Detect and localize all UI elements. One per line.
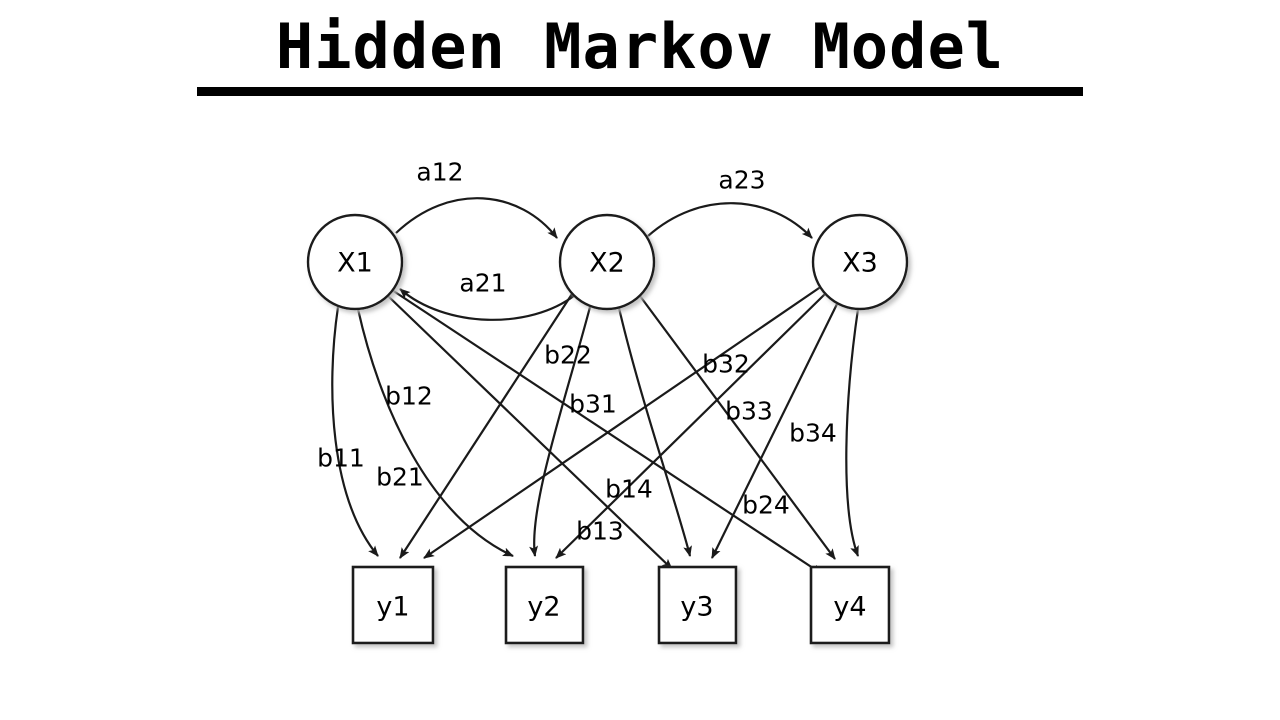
emission-edge-b13 [387, 295, 673, 570]
hidden-state-X2-label: X2 [589, 248, 625, 279]
diagram-canvas: X1 X2 X3 y1 y2 [0, 118, 1280, 718]
emission-edge-b12 [356, 308, 514, 557]
emission-edge-b22 [529, 306, 592, 557]
emission-edge-b23 [617, 307, 692, 557]
observation-y4-box[interactable] [809, 565, 891, 645]
emission-edge-b34 [845, 308, 860, 557]
hmm-svg: X1 X2 X3 y1 y2 [306, 158, 909, 645]
emission-labels: b11 b12 b13 b14 b21 b22 b24 b31 b32 b33 … [317, 341, 837, 546]
transition-label-a21: a21 [459, 269, 506, 298]
hidden-state-X3-circle[interactable] [811, 213, 909, 311]
emission-label-b24: b24 [742, 491, 790, 520]
observation-y1-label: y1 [376, 592, 409, 623]
title-block: Hidden Markov Model [0, 10, 1280, 97]
emission-label-b13: b13 [576, 517, 624, 546]
emission-label-b11: b11 [317, 444, 365, 473]
emission-edge-b31 [423, 285, 823, 559]
emission-label-b12: b12 [385, 382, 433, 411]
emission-label-b33: b33 [725, 397, 773, 426]
observation-y2-label: y2 [527, 592, 560, 623]
observation-y2[interactable]: y2 [504, 565, 585, 645]
observation-y4[interactable]: y4 [809, 565, 891, 645]
hidden-state-X2[interactable]: X2 [558, 213, 656, 311]
emission-label-b14: b14 [605, 475, 653, 504]
emission-label-b34: b34 [789, 419, 837, 448]
emission-label-b31: b31 [569, 390, 617, 419]
emission-edge-b11 [331, 306, 379, 557]
title-underline-rule [197, 87, 1083, 97]
hidden-state-X1-label: X1 [337, 248, 373, 279]
observation-y3-box[interactable] [657, 565, 738, 645]
observation-y3-label: y3 [680, 592, 713, 623]
emission-label-b32: b32 [702, 350, 750, 379]
transition-labels: a12 a21 a23 [416, 158, 765, 298]
observation-y4-label: y4 [833, 592, 866, 623]
observation-y2-box[interactable] [504, 565, 585, 645]
emission-edge-b24 [639, 295, 836, 560]
hidden-state-X3-label: X3 [842, 248, 878, 279]
transition-label-a23: a23 [718, 166, 765, 195]
transition-edge-a21 [399, 288, 576, 321]
observation-y3[interactable]: y3 [657, 565, 738, 645]
observation-y1[interactable]: y1 [351, 565, 435, 645]
hidden-state-X3[interactable]: X3 [811, 213, 909, 311]
emission-label-b21: b21 [376, 463, 424, 492]
transition-label-a12: a12 [416, 158, 463, 187]
hidden-state-nodes: X1 X2 X3 [306, 213, 909, 311]
emission-edge-b32 [555, 293, 826, 559]
transition-edge-a12 [395, 197, 558, 239]
hidden-state-X2-circle[interactable] [558, 213, 656, 311]
page-title: Hidden Markov Model [275, 10, 1005, 83]
observation-y1-box[interactable] [351, 565, 435, 645]
hidden-state-X1[interactable]: X1 [306, 213, 404, 311]
hidden-state-X1-circle[interactable] [306, 213, 404, 311]
transition-edge-a23 [647, 202, 813, 239]
emission-edge-b21 [399, 293, 573, 559]
transition-edges [395, 197, 813, 321]
emission-label-b22: b22 [544, 341, 592, 370]
emission-edge-b33 [711, 301, 839, 559]
emission-edges [331, 285, 860, 575]
observation-nodes: y1 y2 y3 y4 [351, 565, 891, 645]
